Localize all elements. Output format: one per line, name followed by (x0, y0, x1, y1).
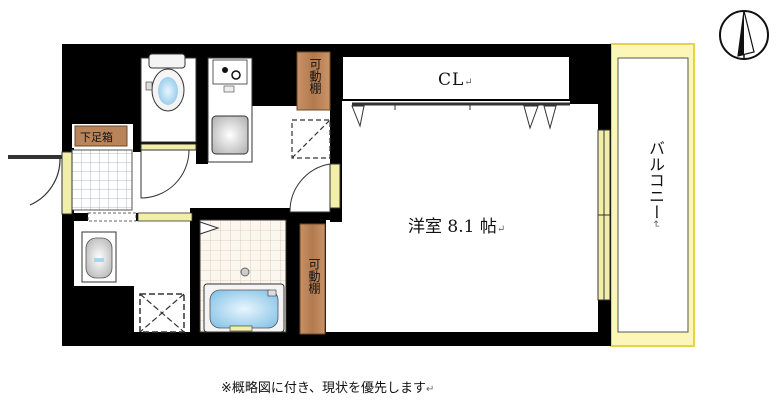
toilet-door (140, 149, 190, 199)
western-room-label: 洋室 8.1 帖↵ (408, 217, 506, 237)
shoe-box (74, 125, 128, 147)
movable-shelf-top (296, 51, 331, 111)
stove (212, 59, 248, 85)
room-door (289, 163, 331, 213)
closet-label: CL↵ (438, 70, 474, 90)
footer-note: ※概略図に付き、現状を優先します↵ (221, 381, 435, 396)
toilet-tank (148, 53, 186, 69)
movable-shelf-bottom (299, 223, 326, 335)
shelf-top-label: 可動棚 (308, 58, 322, 94)
kitchen-sink (211, 115, 249, 155)
closet (341, 55, 571, 101)
balcony-label: バルコニー↵ (646, 140, 665, 229)
north-arrow-icon (719, 10, 769, 60)
entrance-tile (71, 149, 133, 211)
shoe-box-label: 下足箱 (80, 131, 113, 144)
shelf-bottom-label: 可動棚 (307, 258, 321, 294)
entrance-door (10, 157, 61, 206)
